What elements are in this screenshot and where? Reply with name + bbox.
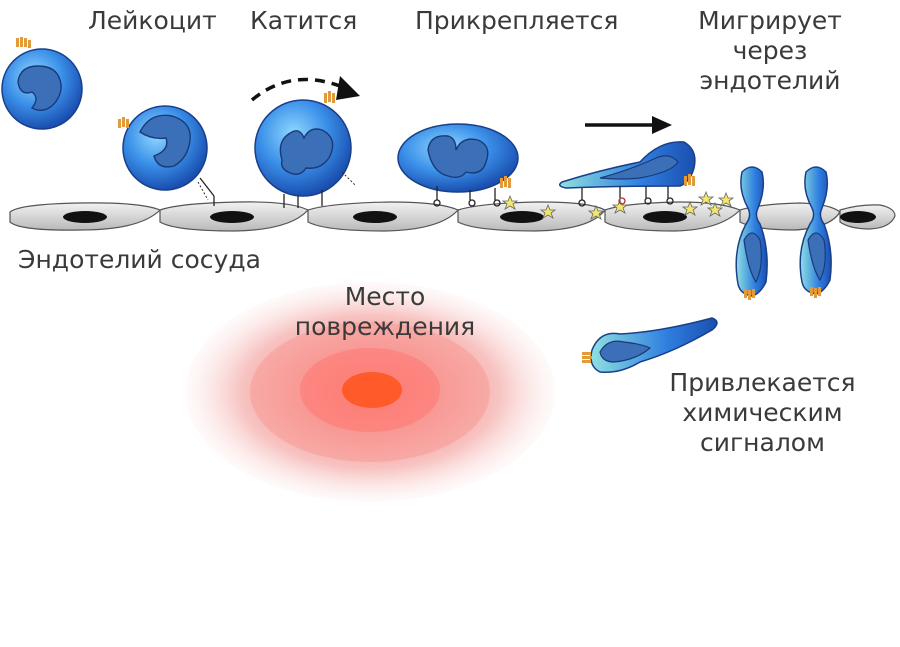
leukocyte-approaching	[118, 105, 215, 206]
label-rolls: Катится	[250, 6, 358, 35]
label-attracted-line2: химическим	[682, 398, 843, 427]
label-migrates: Мигрирует через эндотелий	[690, 6, 850, 96]
leukocyte-transmigrating-1	[735, 166, 768, 300]
label-attaches: Прикрепляется	[415, 6, 619, 35]
label-migrates-line2: через	[732, 36, 808, 65]
leukocyte-attached	[397, 123, 519, 207]
leukocyte-chemotaxis	[582, 317, 718, 374]
leukocyte-free	[1, 37, 83, 130]
injury-site	[185, 282, 555, 502]
label-attracted-line3: сигналом	[700, 428, 825, 457]
label-attracted: Привлекается химическим сигналом	[660, 368, 865, 458]
endothelium-layer	[9, 201, 896, 232]
label-injury-site-line1: Место	[344, 282, 426, 311]
rolling-arrow	[250, 76, 360, 102]
label-migrates-line1: Мигрирует	[698, 6, 842, 35]
chemokine-signals	[501, 190, 735, 220]
label-attracted-line1: Привлекается	[669, 368, 856, 397]
label-migrates-line3: эндотелий	[699, 66, 841, 95]
leukocyte-flattening	[559, 141, 696, 207]
leukocyte-rolling	[254, 91, 357, 208]
label-leukocyte: Лейкоцит	[88, 6, 217, 35]
label-injury-site: Место повреждения	[290, 282, 480, 342]
label-vessel-endothelium: Эндотелий сосуда	[18, 245, 261, 274]
leukocyte-transmigrating-2	[799, 166, 832, 298]
migration-direction-arrow	[585, 116, 672, 134]
label-injury-site-line2: повреждения	[294, 312, 476, 341]
